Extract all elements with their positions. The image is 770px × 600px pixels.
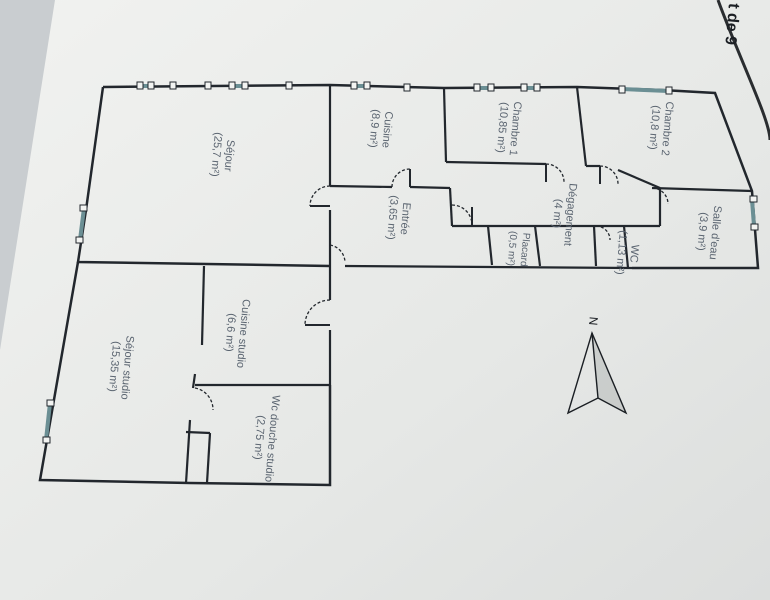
room-salle-deau: Salle d'eau (3,9 m²) [693,204,723,260]
room-placard: Placard (0,5 m²) [504,230,533,267]
interior-walls [184,85,753,484]
room-entree: Entrée (3,65 m²) [383,195,413,242]
door-swings [194,163,669,411]
door-leaves [305,164,601,326]
room-degagement: Dégagement (4 m²) [547,181,579,247]
room-wc: WC (1,13 m²) [612,230,642,277]
room-chambre-1: Chambre 1 (10,85 m²) [493,100,523,156]
room-sejour-studio: Séjour studio (15,35 m²) [104,334,136,400]
north-arrow-fill [592,333,626,413]
north-arrow-icon [566,330,628,415]
room-cuisine: Cuisine (8,9 m²) [365,109,394,150]
room-chambre-2: Chambre 2 (10,8 m²) [645,100,675,156]
paper-right-curve [716,0,770,141]
compass-label: N [585,316,601,326]
room-sejour: Séjour (25,7 m²) [207,132,237,179]
window-frames [42,81,759,444]
header-fragment: t de 9 [721,2,742,46]
